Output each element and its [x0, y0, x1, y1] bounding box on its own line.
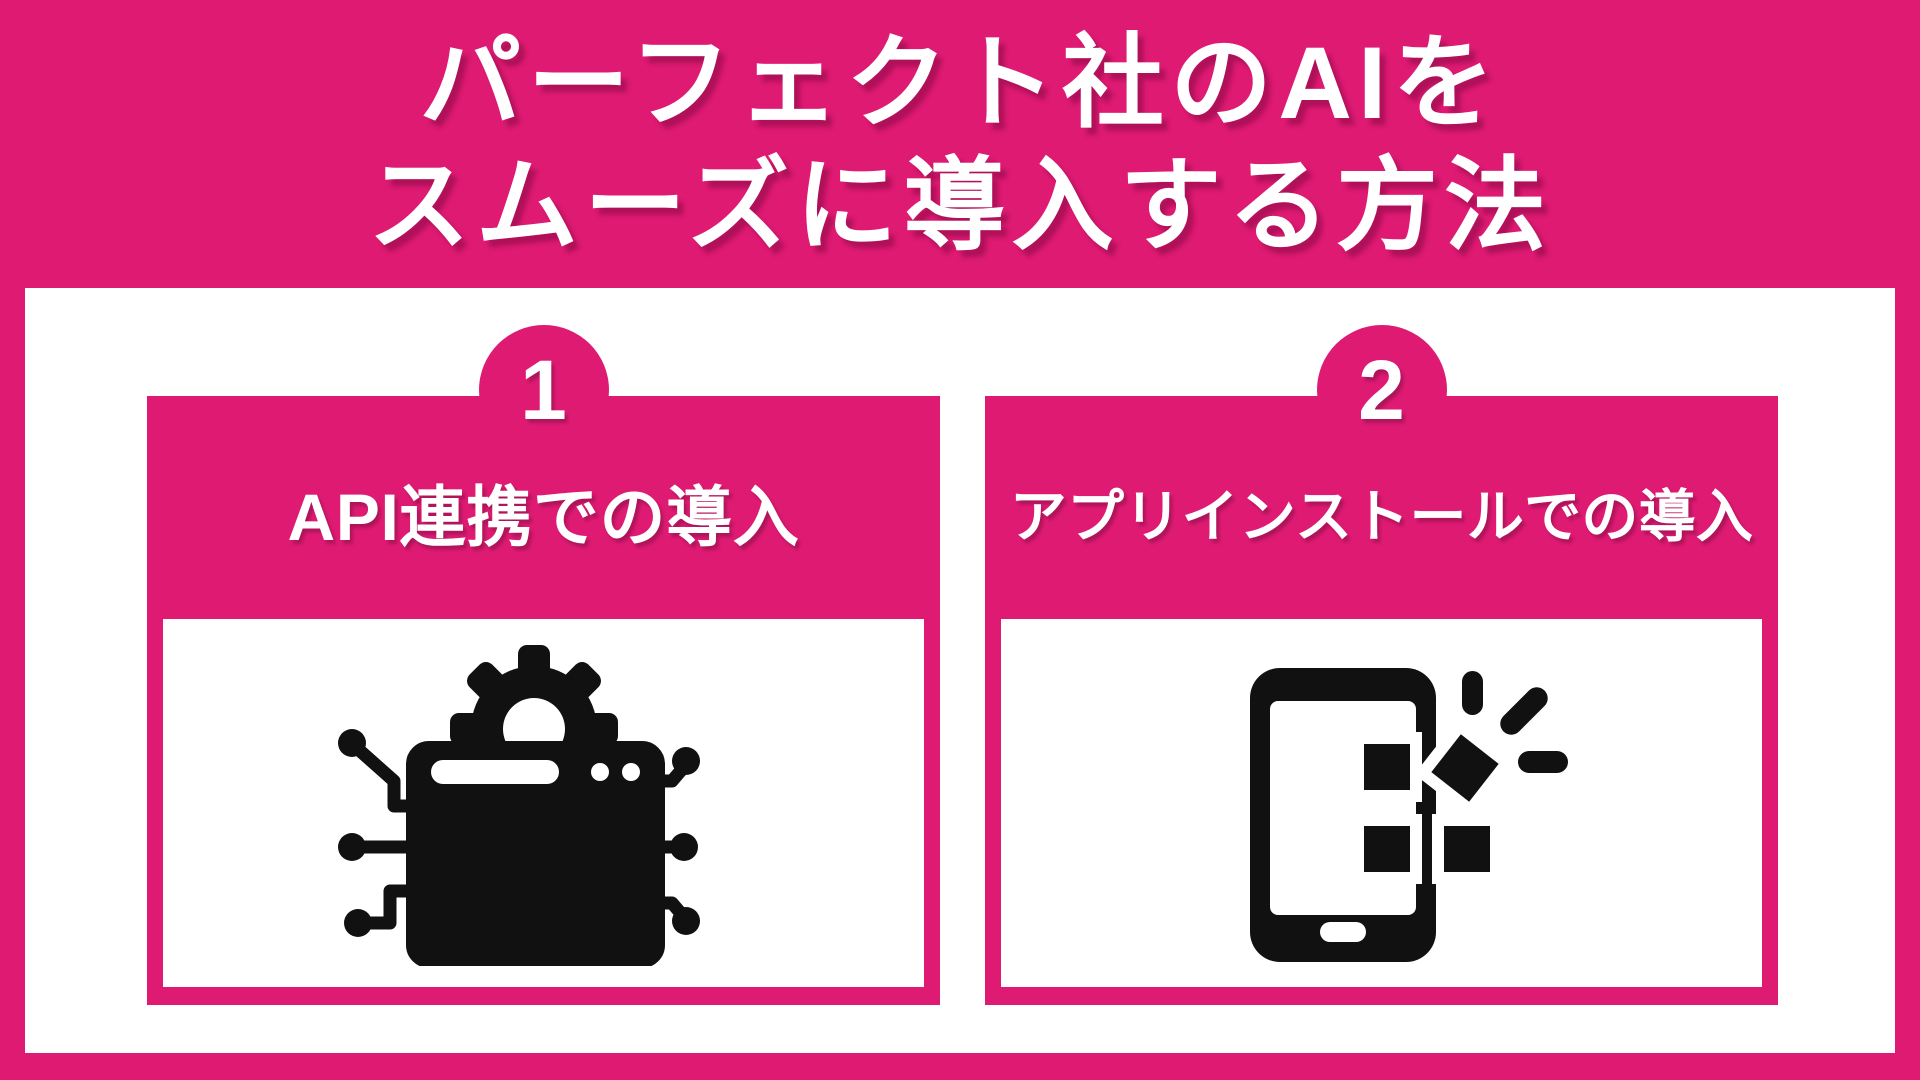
step-1-number: 1 [520, 342, 567, 437]
card-2-title: アプリインストールでの導入 [1009, 484, 1754, 549]
page-title-line-1: パーフェクト社のAIを [419, 26, 1501, 140]
step-2-number-badge: 2 [1316, 325, 1447, 455]
card-1-header: API連携での導入 [147, 396, 940, 619]
card-2-header: アプリインストールでの導入 [985, 396, 1778, 619]
card-1-title: API連携での導入 [287, 479, 800, 554]
step-1-number-badge: 1 [478, 325, 609, 455]
method-card-api: 1 API連携での導入 [147, 325, 940, 1005]
card-1-body: API [163, 619, 924, 987]
page-title-line-2: スムーズに導入する方法 [367, 149, 1553, 264]
spark-lines [1461, 671, 1568, 773]
circuit-traces-left [337, 728, 419, 937]
api-label: API [463, 842, 605, 926]
app-install-smartphone-icon [1249, 668, 1568, 962]
app-squares [1351, 717, 1516, 884]
card-2-body [1001, 619, 1762, 987]
content-panel: 1 API連携での導入 [25, 288, 1895, 1053]
step-2-number: 2 [1358, 342, 1405, 437]
page-title: パーフェクト社のAIを スムーズに導入する方法 [0, 0, 1920, 288]
api-integration-icon: API [337, 644, 700, 966]
browser-window: API [405, 740, 665, 966]
method-card-app-install: 2 アプリインストールでの導入 [985, 325, 1778, 1005]
